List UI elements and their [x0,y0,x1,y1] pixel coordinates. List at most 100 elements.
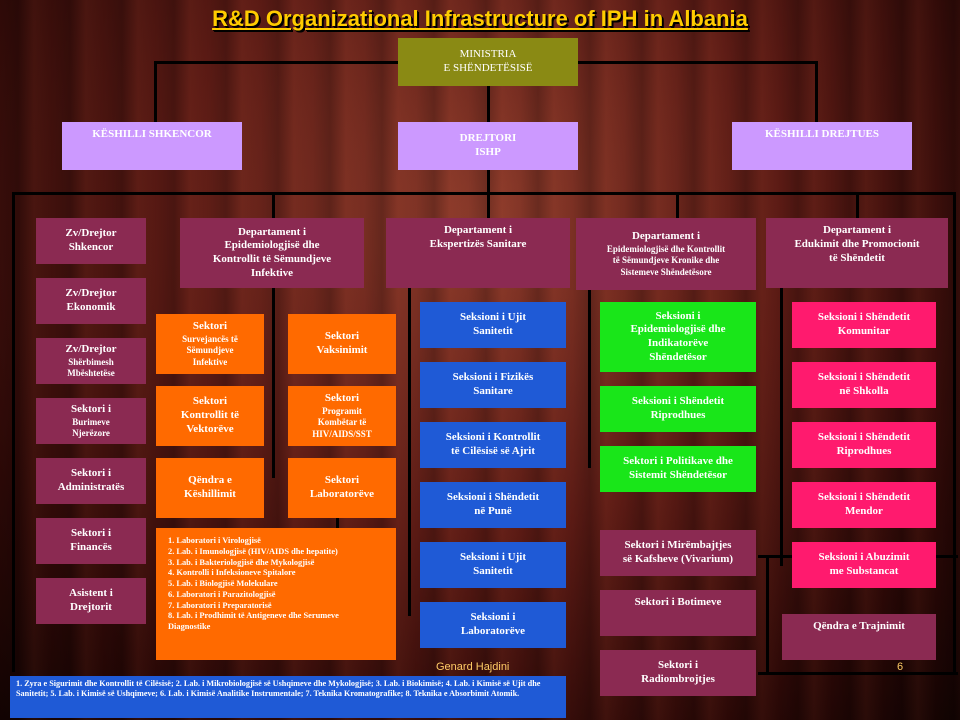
dept4-section-box-line: Komunitar [837,325,891,337]
connector [856,192,859,218]
connector [272,288,275,478]
left-column-box-line: Financës [70,541,112,553]
dept2-section-box-line: Seksioni i [470,611,516,624]
dept1-sector-box-line: Vaksinimit [316,344,368,356]
page-title: R&D Organizational Infrastructure of IPH… [212,6,748,31]
dept3-section-box-line: Seksioni i [655,309,701,322]
dept2-section-box-line: në Punë [474,505,512,517]
department-box-line: të Shëndetit [829,251,885,264]
lab-list-item: 6. Laboratori i Parazitologjisë [168,589,276,599]
connector [487,86,490,122]
department-box-line: Departament i [631,230,701,243]
dept1-sector-box-line: Këshillimit [184,488,236,500]
department-box-line: Departament i [443,224,513,236]
dept1-sector-box-line: Sektori [324,330,360,343]
connector [766,555,769,673]
training-center-label: Qëndra e Trajnimit [813,620,905,632]
ministry-box: MINISTRIA E SHËNDETËSISË [398,38,578,86]
dept1-sector-box-line: Sektori [324,392,360,405]
director-line: DREJTORI [459,132,517,145]
connector [487,170,490,192]
connector [588,288,591,468]
left-column-box-subline: Shërbimesh [68,356,114,367]
dept2-section-box-line: Seksioni i Shëndetit [446,491,540,504]
department-box-line: Departament i [822,224,892,236]
lab-list-item: 2. Lab. i Imunologjisë (HIV/AIDS dhe hep… [168,546,338,556]
dept4-section-box-line: Riprodhues [836,445,892,457]
left-column-box-subline: Mbështetëse [67,367,115,378]
support-sector-box-line: Radiombrojtjes [641,673,715,685]
connector [154,61,157,123]
ministry-line: MINISTRIA [459,48,517,61]
dept2-section-box-line: Seksioni i Ujit [459,311,526,324]
connector [272,192,275,218]
connector [487,192,490,218]
department-box-subline: Sistemeve Shëndetësore [620,266,712,277]
dept2-section-box-line: Seksioni i Kontrollit [445,431,541,444]
left-column-box-line: Sektori i [70,402,112,415]
ministry-line: E SHËNDETËSISË [443,62,533,74]
connector [758,672,958,675]
left-column-box-line: Drejtorit [70,601,112,613]
support-sector-box-line: Sektori i [657,659,699,672]
dept4-section-box-line: Seksioni i Abuzimit [818,551,910,564]
dept1-sector-box-line: Kontrollit të [180,409,240,422]
dept2-section-box-line: Seksioni i Ujit [459,551,526,564]
left-column-box-line: Zv/Drejtor [65,342,117,355]
dept4-section-box-line: Seksioni i Shëndetit [817,491,911,504]
department-box-line: Infektive [250,266,294,279]
dept1-sector-box-subline: Survejancës të [182,334,238,344]
dept4-section-box-line: Seksioni i Shëndetit [817,431,911,444]
left-column-box-line: Sektori i [70,467,112,480]
dept2-section-box-line: Sanitetit [473,325,513,337]
footer-page-number: 6 [897,661,904,673]
dept2-section-box-line: Seksioni i Fizikës [452,371,534,384]
dept3-section-box-line: Seksioni i Shëndetit [631,395,725,408]
lab-list-item: 1. Laboratori i Virologjisë [168,536,261,545]
dept4-section-box-line: Seksioni i Shëndetit [817,311,911,324]
left-column-box-line: Zv/Drejtor [65,227,117,240]
director-box: DREJTORI ISHP [398,122,578,170]
dept2-section-box-line: të Cilësisë së Ajrit [451,445,535,457]
dept4-section-box-line: Seksioni i Shëndetit [817,371,911,384]
connector [578,61,818,64]
support-sector-box: Sektori i Botimeve [600,590,756,636]
dept4-section-box-line: Mendor [845,505,883,517]
lab-list-item: 4. Kontrolli i Infeksioneve Spitalore [168,568,296,578]
science-council-box: KËSHILLI SHKENCOR [62,122,242,170]
connector [154,61,398,64]
connector [12,192,15,672]
dept3-section-box-line: Sistemit Shëndetësor [628,469,728,481]
connector [815,61,818,123]
dept3-section-box-line: Riprodhues [650,409,706,421]
left-column-box-line: Administratës [57,481,125,493]
department-box-line: Ekspertizës Sanitare [429,237,527,250]
lab-list-item: 5. Lab. i Biologjisë Molekulare [168,579,278,588]
left-column-box-line: Asistent i [69,587,113,600]
dept1-sector-box-line: Sektori [324,474,360,487]
connector [676,192,679,218]
connector [780,288,783,566]
dept3-section-box-line: Epidemiologjisë dhe [630,323,726,336]
dept1-sector-box-subline: Infektive [192,356,228,367]
dept3-section-box-line: Shëndetësor [649,350,707,363]
dept1-sector-box-subline: HIV/AIDS/SST [312,428,372,439]
board-council-box: KËSHILLI DREJTUES [732,122,912,170]
lab-list-item: 8. Lab. i Prodhimit të Antigeneve dhe Se… [168,611,339,621]
